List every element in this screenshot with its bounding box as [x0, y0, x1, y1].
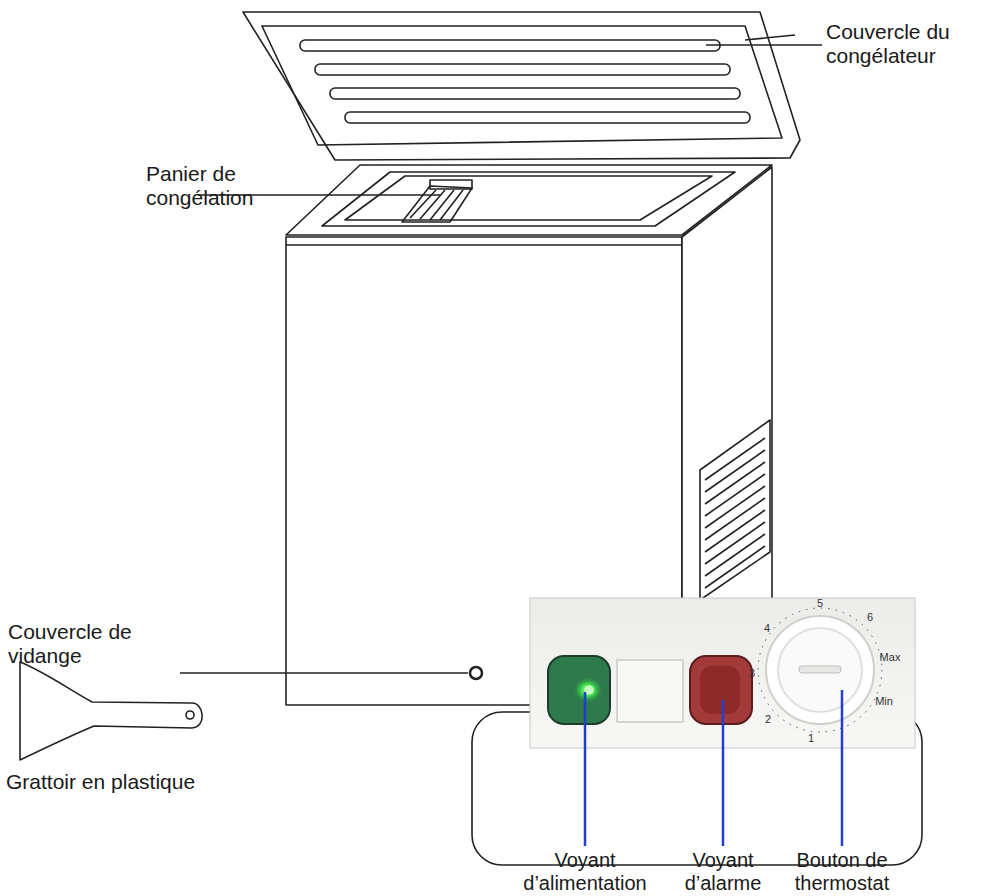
- power-light: [548, 656, 610, 724]
- opening-outer: [322, 172, 735, 226]
- opening-inner: [345, 176, 712, 220]
- dial-number: 1: [808, 732, 814, 744]
- freezer-lid: [243, 12, 800, 160]
- leader-line: [706, 44, 822, 45]
- part-label: Voyant d’alimentation: [505, 849, 665, 895]
- alarm-light: [690, 656, 752, 724]
- vent-grille: [700, 420, 770, 600]
- dial-number: Min: [875, 695, 893, 707]
- lid-inner-panel: [262, 26, 782, 145]
- dial-number: 2: [765, 713, 771, 725]
- dial-number: 5: [817, 597, 823, 609]
- part-label: Voyant d’alarme: [665, 849, 781, 895]
- part-label: Couvercle de vidange: [8, 620, 178, 668]
- leader-line: [180, 672, 468, 673]
- plastic-scraper: [20, 662, 202, 760]
- scraper-hole: [186, 711, 194, 719]
- blue-leaders: [585, 690, 842, 846]
- part-label: Panier de congélation: [146, 162, 296, 210]
- drain-cover: [470, 667, 482, 679]
- part-label: Bouton de thermostat: [782, 849, 902, 895]
- front-edge: [286, 244, 682, 246]
- dial-number: 4: [764, 622, 770, 634]
- lid-slats: [300, 40, 750, 123]
- dial-number: 3: [749, 667, 755, 679]
- basket: [402, 180, 472, 222]
- lid-handle: [745, 35, 795, 40]
- part-label: Grattoir en plastique: [6, 770, 276, 794]
- part-label: Couvercle du congélateur: [826, 20, 1004, 68]
- blank-window: [617, 660, 683, 722]
- dial-number: 6: [867, 611, 873, 623]
- thermostat-knob: [758, 608, 882, 732]
- dial-number: Max: [880, 651, 901, 663]
